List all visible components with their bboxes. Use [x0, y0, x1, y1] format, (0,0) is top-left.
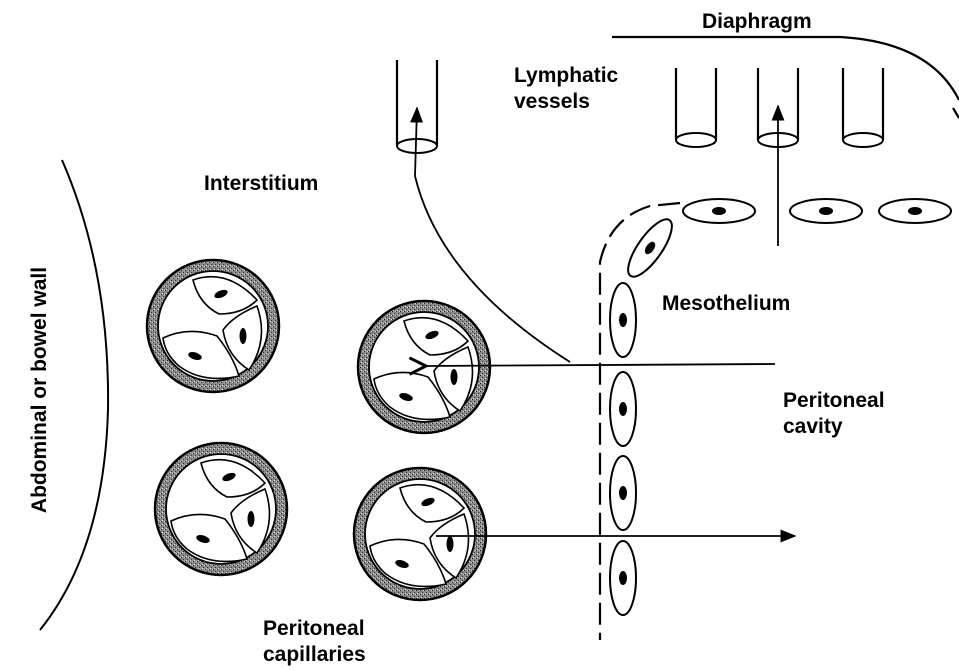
lymphatic-vessel-1 — [397, 60, 437, 153]
lymphatic-vessels-label-line1: Lymphatic — [514, 64, 618, 87]
peritoneal-cavity-label-line2: cavity — [783, 415, 843, 438]
peritoneal-capillary-4 — [354, 468, 486, 600]
lymphatic-vessel-4 — [843, 68, 883, 147]
peritoneal-capillaries-label-line1: Peritoneal — [263, 617, 365, 640]
mesothelial-cell-h1 — [683, 199, 755, 223]
lymphatic-vessel-2 — [676, 68, 716, 147]
mesothelial-cell-v2 — [610, 372, 636, 446]
diaphragm-line — [612, 37, 959, 100]
diaphragm-line-edge — [953, 108, 959, 118]
lymphatic-vessels-label-line2: vessels — [514, 90, 590, 113]
mesothelium-label: Mesothelium — [662, 292, 790, 315]
peritoneal-capillary-1 — [147, 260, 279, 392]
mesothelial-cell-v3 — [610, 456, 636, 530]
mesothelial-cell-h3 — [879, 199, 951, 223]
peritoneal-cavity-label-line1: Peritoneal — [783, 389, 885, 412]
mesothelial-cell-corner — [621, 213, 680, 282]
diaphragm-label: Diaphragm — [702, 10, 812, 33]
abdominal-wall-label: Abdominal or bowel wall — [28, 267, 52, 513]
peritoneal-capillary-3 — [155, 443, 287, 575]
mesothelial-cell-v1 — [610, 283, 636, 357]
mesothelial-cell-h2 — [790, 199, 862, 223]
interstitium-label: Interstitium — [204, 172, 318, 195]
peritoneal-capillary-2 — [358, 301, 490, 433]
peritoneal-capillaries-label-line2: capillaries — [263, 643, 366, 666]
mesothelial-cell-v4 — [610, 541, 636, 615]
